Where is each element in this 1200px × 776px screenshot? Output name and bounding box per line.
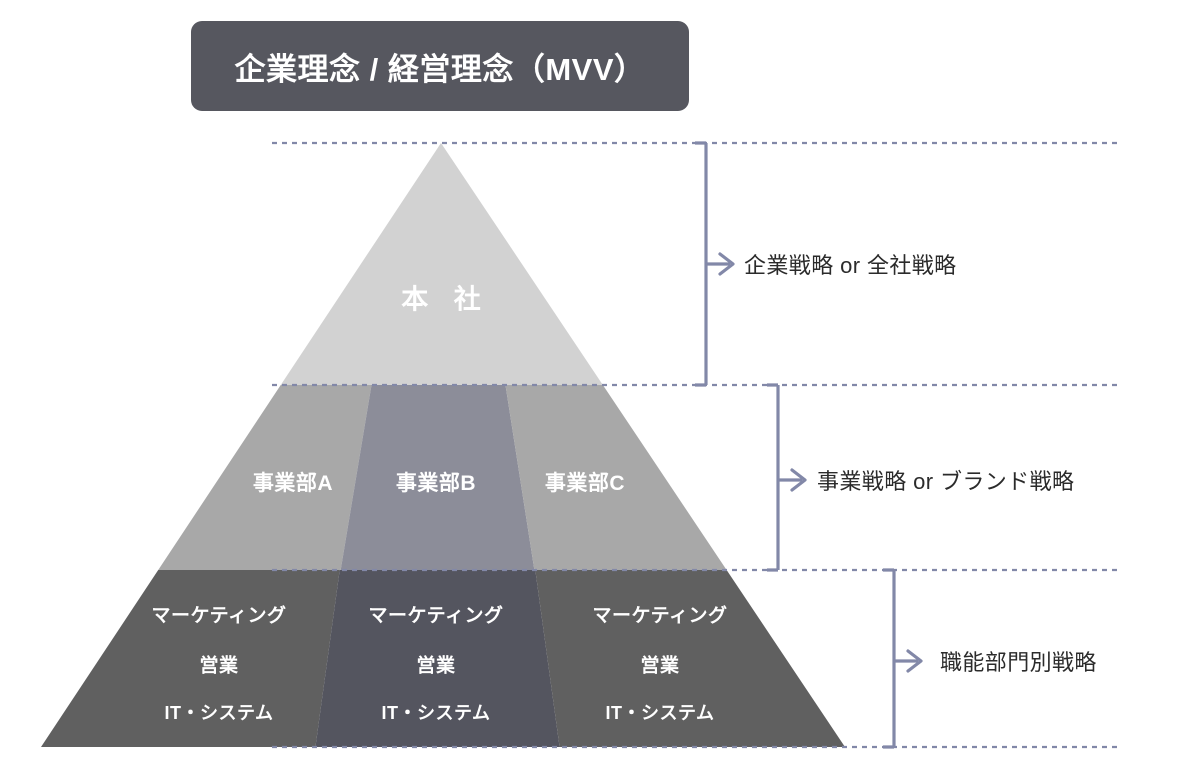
annotation-business-strategy: 事業戦略 or ブランド戦略 <box>817 469 1075 494</box>
arrow-right-icon <box>718 252 735 276</box>
arrow-right-icon <box>906 649 923 673</box>
tier-business-unit-column-a <box>41 385 372 570</box>
tier-corporate-fill <box>41 143 845 385</box>
tier-functional-column-c <box>535 570 845 747</box>
bracket-corporate-ends <box>695 141 706 387</box>
bracket-corporate-strategy <box>695 141 735 387</box>
arrow-right-icon <box>790 468 807 492</box>
tier-functional-column-b <box>315 570 560 747</box>
bracket-business-ends <box>767 383 778 572</box>
tier-functional-column-a <box>41 570 340 747</box>
bracket-business-strategy <box>767 383 807 572</box>
mvv-header-box: 企業理念 / 経営理念（MVV） <box>191 21 689 111</box>
bracket-functional-ends <box>883 568 894 749</box>
mvv-header-label: 企業理念 / 経営理念（MVV） <box>234 51 646 87</box>
annotation-functional-strategy: 職能部門別戦略 <box>940 650 1097 675</box>
tier-business-unit-column-b <box>340 385 535 570</box>
tier-corporate <box>41 143 845 385</box>
annotation-corporate-strategy: 企業戦略 or 全社戦略 <box>744 253 957 278</box>
bracket-functional-strategy <box>883 568 923 749</box>
